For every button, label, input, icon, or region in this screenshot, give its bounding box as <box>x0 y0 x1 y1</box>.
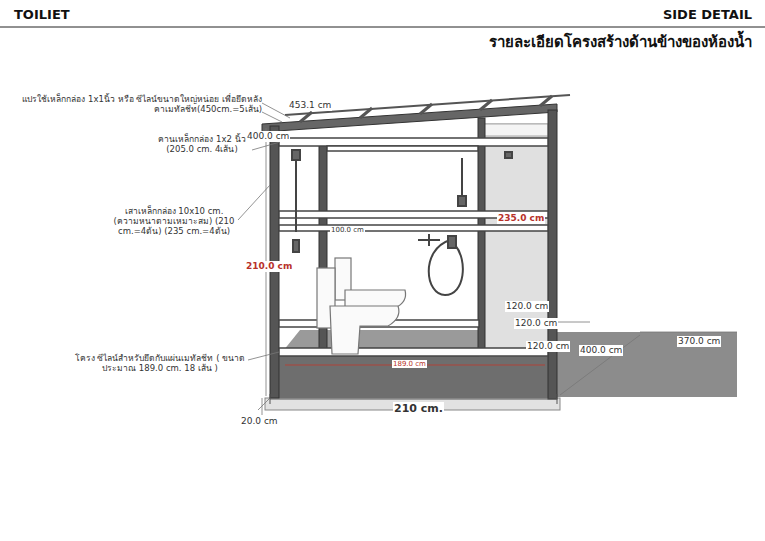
dimension: 189.0 cm <box>392 360 427 368</box>
dimension: 370.0 cm <box>677 336 721 347</box>
leader-lines <box>238 103 737 415</box>
sheet-label: SIDE DETAIL <box>663 7 752 23</box>
steel-posts <box>270 110 557 399</box>
floor <box>279 356 548 398</box>
panel-top <box>483 124 548 136</box>
sheet-label: TOILIET <box>14 7 70 23</box>
callout-note: คานเหล็กกล่อง 1x2 นิ้ว (205.0 cm. 4เส้น) <box>150 134 254 154</box>
ground-slab <box>555 332 737 397</box>
steel-beams <box>279 138 548 356</box>
dimension: 400.0 cm <box>579 345 623 356</box>
dimension: 120.0 cm <box>514 318 558 329</box>
dimension: 120.0 cm <box>505 301 549 312</box>
dimension: 210 cm. <box>393 402 444 415</box>
callout-note: แปรใช้เหล็กกล่อง 1x1นิ้ว หรือ ซีไลน์ขนาด… <box>22 94 262 114</box>
sheet-title: รายละเอียดโครงสร้างด้านข้างของห้องน้ำ <box>489 33 752 51</box>
dimension: 100.0 cm <box>330 226 365 234</box>
header-rule <box>0 27 765 28</box>
purlins <box>300 96 552 122</box>
toilets <box>317 258 406 354</box>
dimension: 210.0 cm <box>245 261 293 272</box>
dimension: 235.0 cm <box>497 213 545 224</box>
dimension: 20.0 cm <box>240 416 279 427</box>
dimension: 453.1 cm <box>288 100 332 111</box>
callout-note: เสาเหล็กกล่อง 10x10 cm. (ความหนาตามเหมาะ… <box>112 206 236 237</box>
dimension: 400.0 cm <box>246 131 290 142</box>
callout-note: โครง ซีไลน์สำหรับยึดกับแผ่นเมทัลชีท ( ขน… <box>72 353 248 373</box>
shower-left <box>292 150 300 252</box>
dimension: 120.0 cm <box>526 341 570 352</box>
roof-back <box>285 95 570 115</box>
